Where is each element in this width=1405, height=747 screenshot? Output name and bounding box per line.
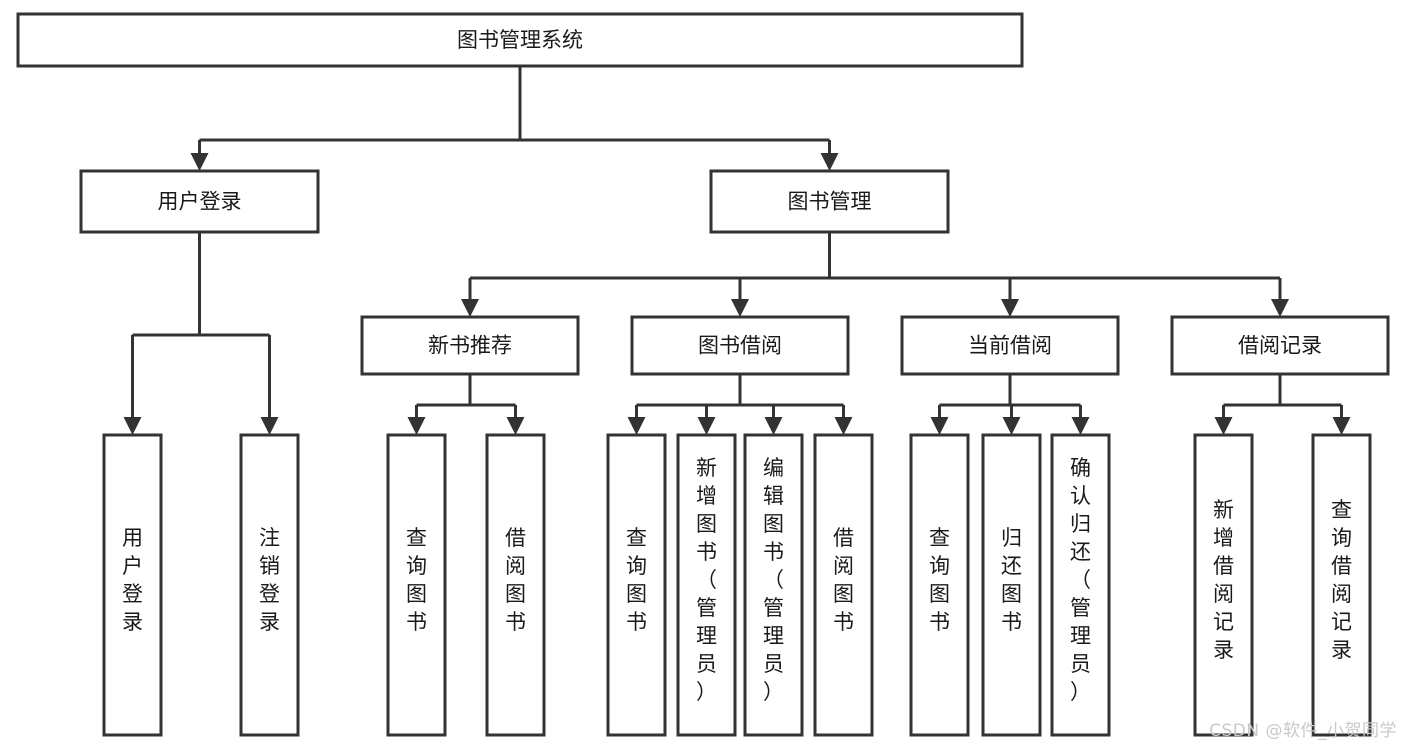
node-leaf-borrow-book-2[interactable]: 借阅图书	[813, 433, 874, 737]
node-root[interactable]: 图书管理系统	[16, 12, 1024, 68]
node-leaf-return-book[interactable]: 归还图书	[981, 433, 1042, 737]
node-box-leaf-logout-login	[239, 433, 300, 737]
node-current-borrow[interactable]: 当前借阅	[900, 315, 1120, 376]
node-book-borrow[interactable]: 图书借阅	[630, 315, 850, 376]
arrow-head-icon	[1214, 417, 1233, 435]
node-box-user-login	[79, 169, 320, 234]
node-leaf-query-book-2[interactable]: 查询图书	[606, 433, 667, 737]
node-box-leaf-borrow-book-1	[485, 433, 546, 737]
node-box-leaf-borrow-book-2	[813, 433, 874, 737]
node-leaf-borrow-book-1[interactable]: 借阅图书	[485, 433, 546, 737]
node-label-new-book-recommend: 新书推荐	[428, 334, 512, 358]
node-box-leaf-edit-book-admin	[743, 433, 804, 737]
arrow-head-icon	[1271, 299, 1289, 317]
arrow-head-icon	[1001, 299, 1019, 317]
node-box-leaf-return-book	[981, 433, 1042, 737]
node-box-root	[16, 12, 1024, 68]
node-user-login[interactable]: 用户登录	[79, 169, 320, 234]
arrow-head-icon	[506, 417, 525, 435]
node-box-leaf-user-login	[102, 433, 163, 737]
arrow-head-icon	[461, 299, 479, 317]
node-leaf-confirm-return-admin[interactable]: 确认归还（管理员）	[1050, 433, 1111, 737]
node-box-new-book-recommend	[360, 315, 580, 376]
node-book-manage[interactable]: 图书管理	[709, 169, 950, 234]
node-leaf-user-login[interactable]: 用户登录	[102, 433, 163, 737]
connectors-layer	[123, 66, 1351, 435]
arrow-head-icon	[820, 153, 839, 171]
node-label-leaf-query-book-1: 查询图书	[406, 526, 427, 634]
node-leaf-query-book-1[interactable]: 查询图书	[386, 433, 447, 737]
node-label-leaf-user-login: 用户登录	[122, 526, 143, 634]
node-leaf-query-borrow-record[interactable]: 查询借阅记录	[1311, 433, 1372, 737]
node-box-borrow-record	[1170, 315, 1390, 376]
arrow-head-icon	[123, 417, 142, 435]
node-label-borrow-record: 借阅记录	[1238, 334, 1322, 358]
node-borrow-record[interactable]: 借阅记录	[1170, 315, 1390, 376]
node-box-leaf-query-book-3	[909, 433, 970, 737]
node-box-leaf-query-book-2	[606, 433, 667, 737]
node-leaf-logout-login[interactable]: 注销登录	[239, 433, 300, 737]
arrow-head-icon	[1332, 417, 1351, 435]
node-box-leaf-query-borrow-record	[1311, 433, 1372, 737]
node-box-book-manage	[709, 169, 950, 234]
node-label-user-login: 用户登录	[158, 190, 242, 214]
node-label-leaf-borrow-book-1: 借阅图书	[505, 526, 526, 634]
arrow-head-icon	[697, 417, 716, 435]
node-label-leaf-add-book-admin: 新增图书（管理员）	[696, 456, 717, 704]
node-label-leaf-return-book: 归还图书	[1001, 526, 1022, 634]
arrow-head-icon	[1071, 417, 1090, 435]
node-label-leaf-query-borrow-record: 查询借阅记录	[1331, 498, 1352, 662]
arrow-head-icon	[1002, 417, 1021, 435]
node-box-current-borrow	[900, 315, 1120, 376]
node-label-leaf-edit-book-admin: 编辑图书（管理员）	[763, 456, 784, 704]
arrow-head-icon	[764, 417, 783, 435]
node-box-leaf-confirm-return-admin	[1050, 433, 1111, 737]
nodes-layer: 图书管理系统用户登录图书管理新书推荐图书借阅当前借阅借阅记录用户登录注销登录查询…	[16, 12, 1390, 737]
node-leaf-add-borrow-record[interactable]: 新增借阅记录	[1193, 433, 1254, 737]
arrow-head-icon	[930, 417, 949, 435]
node-label-leaf-borrow-book-2: 借阅图书	[833, 526, 854, 634]
node-label-leaf-query-book-2: 查询图书	[626, 526, 647, 634]
arrow-head-icon	[627, 417, 646, 435]
arrow-head-icon	[834, 417, 853, 435]
node-new-book-recommend[interactable]: 新书推荐	[360, 315, 580, 376]
arrow-head-icon	[731, 299, 749, 317]
node-leaf-add-book-admin[interactable]: 新增图书（管理员）	[676, 433, 737, 737]
node-label-book-manage: 图书管理	[788, 190, 872, 214]
node-leaf-query-book-3[interactable]: 查询图书	[909, 433, 970, 737]
node-box-book-borrow	[630, 315, 850, 376]
node-label-leaf-query-book-3: 查询图书	[929, 526, 950, 634]
node-label-leaf-confirm-return-admin: 确认归还（管理员）	[1070, 456, 1091, 704]
csdn-watermark: CSDN @软件_小贺同学	[1209, 721, 1397, 741]
arrow-head-icon	[260, 417, 279, 435]
node-label-current-borrow: 当前借阅	[968, 334, 1052, 358]
arrow-head-icon	[190, 153, 209, 171]
arrow-head-icon	[407, 417, 426, 435]
node-label-leaf-logout-login: 注销登录	[259, 526, 280, 634]
node-box-leaf-add-borrow-record	[1193, 433, 1254, 737]
node-box-leaf-query-book-1	[386, 433, 447, 737]
node-label-book-borrow: 图书借阅	[698, 334, 782, 358]
node-label-leaf-add-borrow-record: 新增借阅记录	[1213, 498, 1234, 662]
node-leaf-edit-book-admin[interactable]: 编辑图书（管理员）	[743, 433, 804, 737]
node-box-leaf-add-book-admin	[676, 433, 737, 737]
node-label-root: 图书管理系统	[457, 28, 583, 52]
